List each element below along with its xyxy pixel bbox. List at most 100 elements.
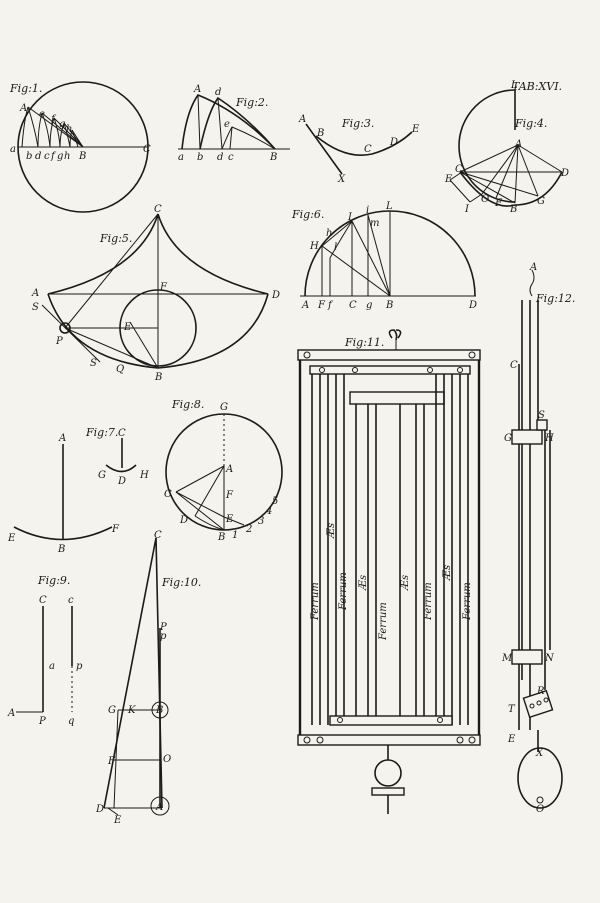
fig8-diagram: Fig:8. G A F C E D B 1 2 3 4 5 [164, 398, 283, 543]
fig2-label: a [178, 152, 184, 163]
fig11-rod-label: Æs [358, 575, 369, 591]
fig4-diagram: Fig:4. L A C E I O F B G D [444, 80, 569, 215]
fig4-label: G [537, 196, 545, 207]
fig11-rod-label: Ferrum [378, 602, 389, 641]
fig4-label: D [560, 168, 569, 179]
fig8-label: D [179, 515, 188, 526]
fig5-label: E [123, 322, 132, 333]
fig11-rod-label: Ferrum [310, 582, 321, 621]
fig5-label: B [154, 372, 162, 383]
fig1-label: g [59, 119, 65, 130]
fig9-label: P [38, 716, 46, 727]
fig5-label: S [90, 358, 97, 369]
fig7-label: C [118, 428, 126, 439]
fig8-label: 3 [258, 516, 264, 527]
fig6-diagram: Fig:6. I i L m h H l A F f C g B D [291, 201, 477, 311]
fig2-label: d [215, 87, 221, 98]
fig8-label: G [220, 402, 228, 413]
fig12-label: H [544, 433, 554, 444]
fig3-label: C [364, 144, 372, 155]
fig6-label: B [385, 300, 393, 311]
fig7-label: G [98, 470, 106, 481]
fig6-label: m [370, 218, 379, 229]
fig10-label: F [107, 756, 116, 767]
fig4-label: L [510, 80, 518, 91]
fig6-label: f [327, 300, 334, 311]
fig12-label: O [536, 804, 544, 815]
fig7-title: Fig:7. [85, 426, 118, 439]
fig1-label: a [10, 144, 16, 155]
fig3-label: B [316, 128, 324, 139]
fig10-label: K [127, 705, 136, 716]
fig6-label: I [347, 212, 353, 223]
fig2-label: b [197, 152, 203, 163]
fig8-label: C [164, 489, 172, 500]
fig7-label: F [111, 524, 120, 535]
fig12-label: G [504, 433, 512, 444]
fig1-label: f [50, 114, 57, 125]
fig1-label: g [57, 151, 63, 162]
fig12-label: M [501, 653, 513, 664]
fig10-label: A [155, 802, 163, 813]
fig6-label: C [349, 300, 357, 311]
fig2-title: Fig:2. [235, 96, 268, 109]
plate-title: TAB:XVI. [512, 80, 562, 93]
fig1-label: A [19, 103, 27, 114]
fig11-title: Fig:11. [344, 336, 384, 349]
fig11-rod-label: Æs [326, 523, 337, 539]
fig3-title: Fig:3. [341, 117, 374, 130]
fig1-label: b [26, 151, 32, 162]
fig7-label: A [58, 433, 66, 444]
fig5-diagram: Fig:5. C A D F S P E S Q B [31, 204, 280, 383]
fig12-title: Fig:12. [535, 292, 575, 305]
fig5-label: D [271, 290, 280, 301]
fig4-label: A [514, 139, 522, 150]
fig5-label: C [154, 204, 162, 215]
fig1-label: h [64, 151, 70, 162]
fig10-label: B [155, 705, 163, 716]
fig8-label: E [225, 514, 234, 525]
fig6-label: D [468, 300, 477, 311]
fig9-label: q [68, 716, 74, 727]
fig4-label: F [494, 198, 503, 209]
fig7-label: D [117, 476, 126, 487]
fig6-label: H [309, 241, 319, 252]
fig9-label: c [68, 595, 74, 606]
fig5-label: Q [116, 364, 124, 375]
fig3-label: E [411, 124, 420, 135]
fig5-label: S [32, 302, 39, 313]
fig8-label: B [217, 532, 225, 543]
fig6-label: h [326, 228, 332, 239]
fig10-label: p [160, 631, 167, 642]
fig12-label: E [507, 734, 516, 745]
fig6-label: g [366, 300, 372, 311]
fig2-label: A [193, 84, 201, 95]
fig11-rod-label: Æs [442, 565, 453, 581]
fig3-label: D [389, 137, 398, 148]
fig11-rod-label: Ferrum [462, 582, 473, 621]
fig6-label: A [301, 300, 309, 311]
fig8-label: 5 [272, 496, 278, 507]
fig10-label: D [95, 804, 104, 815]
fig8-label: F [225, 490, 234, 501]
fig10-label: P [159, 622, 167, 633]
fig1-label: C [143, 144, 151, 155]
fig6-label: l [334, 242, 337, 253]
fig4-label: C [455, 164, 463, 175]
fig6-label: F [317, 300, 326, 311]
fig1-label: c [44, 151, 50, 162]
fig6-label: i [366, 205, 369, 216]
fig2-label: e [224, 119, 230, 130]
fig4-label: O [481, 194, 489, 205]
fig3-label: X [337, 174, 346, 185]
fig12-diagram: Fig:12. A C S G H M N R T E X O [501, 262, 575, 815]
fig11-rod-label: Ferrum [423, 582, 434, 621]
fig4-label: I [464, 204, 470, 215]
fig2-label: B [269, 152, 277, 163]
fig1-label: e [39, 109, 45, 120]
fig8-label: 1 [232, 530, 238, 541]
fig10-label: C [154, 530, 162, 541]
fig12-label: C [510, 360, 518, 371]
fig5-label: P [55, 336, 63, 347]
